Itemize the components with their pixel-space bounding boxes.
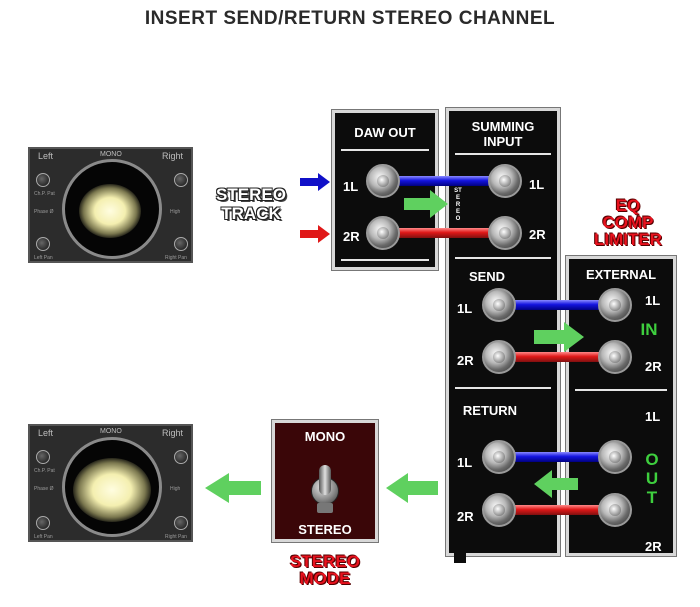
scope-display bbox=[62, 159, 162, 259]
scope-left-label: Left bbox=[38, 151, 54, 161]
scope-knob[interactable] bbox=[36, 450, 50, 464]
arrow-left-green-icon bbox=[386, 473, 438, 503]
cable-daw-summing-right bbox=[392, 228, 500, 238]
external-in-1l-label: 1L bbox=[645, 293, 661, 308]
jack-send-1l[interactable] bbox=[482, 288, 516, 322]
jack-external-out-1l[interactable] bbox=[598, 440, 632, 474]
arrow-blue-icon bbox=[300, 173, 330, 191]
scope-right-label: Right bbox=[161, 428, 183, 438]
external-title: EXTERNAL bbox=[585, 267, 657, 282]
scope-knob[interactable] bbox=[174, 450, 188, 464]
external-out-label: O U T bbox=[645, 450, 659, 507]
jack-send-2r[interactable] bbox=[482, 340, 516, 374]
scope-knob[interactable] bbox=[174, 237, 188, 251]
divider bbox=[575, 389, 667, 391]
scope-control-label: Phase Ø bbox=[34, 486, 54, 492]
send-1l-label: 1L bbox=[457, 301, 473, 316]
cable-send-external-left bbox=[510, 300, 610, 310]
divider bbox=[341, 149, 429, 151]
cable-daw-summing-left bbox=[392, 176, 500, 186]
external-out-2r-label: 2R bbox=[645, 539, 662, 554]
external-in-2r-label: 2R bbox=[645, 359, 662, 374]
return-1l-label: 1L bbox=[457, 455, 473, 470]
daw-out-2r-label: 2R bbox=[343, 229, 360, 244]
summing-stereo-vertical-label: STEREO bbox=[454, 188, 462, 222]
send-2r-label: 2R bbox=[457, 353, 474, 368]
signal-cloud bbox=[79, 184, 141, 238]
scope-knob[interactable] bbox=[36, 173, 50, 187]
toggle-nut bbox=[317, 503, 333, 513]
vectorscope-bottom: Left Right MONO Ch.P. Pat Phase Ø High L… bbox=[28, 424, 193, 542]
jack-daw-out-1l[interactable] bbox=[366, 164, 400, 198]
diagram-title: INSERT SEND/RETURN STEREO CHANNEL bbox=[144, 8, 556, 29]
summing-1l-label: 1L bbox=[529, 177, 545, 192]
scope-display bbox=[62, 437, 162, 537]
divider bbox=[455, 153, 551, 155]
summing-input-title: SUMMING INPUT bbox=[471, 119, 535, 149]
scope-knob[interactable] bbox=[174, 516, 188, 530]
cable-external-return-left bbox=[510, 452, 610, 462]
scope-control-label: Left Pan bbox=[34, 534, 53, 540]
scope-control-label: Phase Ø bbox=[34, 209, 54, 215]
arrow-right-green-icon bbox=[534, 322, 584, 352]
return-2r-label: 2R bbox=[457, 509, 474, 524]
scope-knob[interactable] bbox=[36, 237, 50, 251]
scope-mono-label: MONO bbox=[100, 151, 122, 158]
toggle-lever bbox=[319, 465, 331, 495]
switch-stereo-label: STEREO bbox=[298, 522, 352, 537]
switch-mono-label: MONO bbox=[304, 429, 346, 444]
arrow-left-green-icon bbox=[534, 470, 578, 498]
scope-knob[interactable] bbox=[36, 516, 50, 530]
signal-cloud bbox=[73, 458, 151, 522]
arrow-right-green-icon bbox=[404, 190, 448, 218]
cable-external-return-right bbox=[510, 505, 610, 515]
divider bbox=[341, 259, 429, 261]
scope-control-label: Ch.P. Pat bbox=[34, 468, 55, 474]
scope-control-label: High bbox=[170, 486, 181, 492]
jack-external-in-1l[interactable] bbox=[598, 288, 632, 322]
scope-control-label: High bbox=[170, 209, 181, 215]
daw-out-title: DAW OUT bbox=[354, 125, 416, 140]
external-out-1l-label: 1L bbox=[645, 409, 661, 424]
jack-external-in-2r[interactable] bbox=[598, 340, 632, 374]
stereo-track-label: STEREO TRACK bbox=[216, 185, 286, 223]
send-title: SEND bbox=[468, 269, 506, 284]
toggle-switch[interactable] bbox=[309, 459, 341, 519]
stereo-mode-label: STEREO MODE bbox=[290, 552, 360, 588]
jack-return-1l[interactable] bbox=[482, 440, 516, 474]
jack-external-out-2r[interactable] bbox=[598, 493, 632, 527]
divider bbox=[455, 387, 551, 389]
scope-control-label: Ch.P. Pat bbox=[34, 191, 55, 197]
scope-control-label: Right Pan bbox=[165, 255, 187, 261]
jack-daw-out-2r[interactable] bbox=[366, 216, 400, 250]
scope-control-label: Right Pan bbox=[165, 534, 187, 540]
cable-send-external-right bbox=[510, 352, 610, 362]
scope-knob[interactable] bbox=[174, 173, 188, 187]
vectorscope-top: Left Right MONO Ch.P. Pat Phase Ø High L… bbox=[28, 147, 193, 263]
jack-summing-1l[interactable] bbox=[488, 164, 522, 198]
scope-mono-label: MONO bbox=[100, 428, 122, 435]
jack-return-2r[interactable] bbox=[482, 493, 516, 527]
arrow-left-green-icon bbox=[205, 473, 261, 503]
scope-right-label: Right bbox=[161, 151, 183, 161]
external-in-label: IN bbox=[640, 320, 658, 339]
return-title: RETURN bbox=[462, 403, 518, 418]
summing-2r-label: 2R bbox=[529, 227, 546, 242]
scope-left-label: Left bbox=[38, 428, 54, 438]
eq-comp-limiter-label: EQ COMP LIMITER bbox=[594, 196, 662, 249]
scope-control-label: Left Pan bbox=[34, 255, 53, 261]
arrow-red-icon bbox=[300, 225, 330, 243]
divider bbox=[455, 257, 551, 259]
panel-foot bbox=[454, 553, 466, 563]
daw-out-1l-label: 1L bbox=[343, 179, 359, 194]
jack-summing-2r[interactable] bbox=[488, 216, 522, 250]
mode-switch-panel: MONO STEREO bbox=[272, 420, 378, 542]
